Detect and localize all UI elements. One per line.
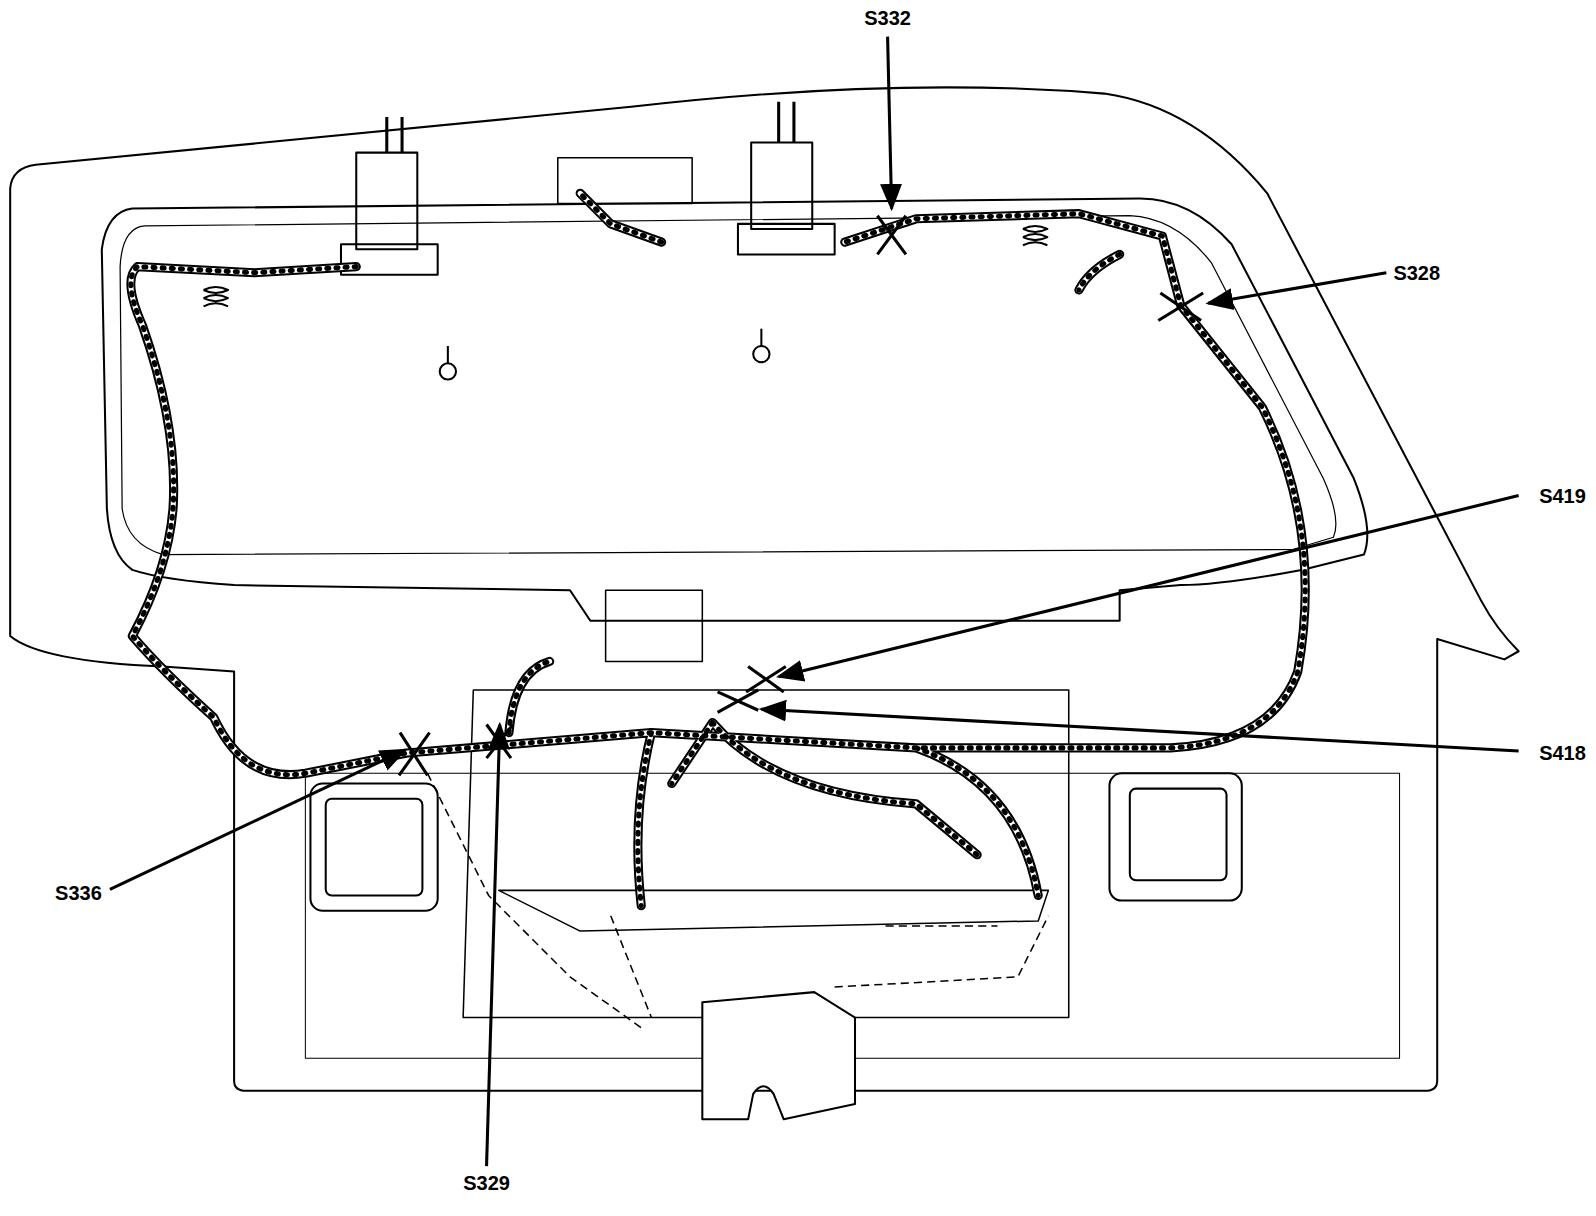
splice-label: S336	[53, 882, 104, 904]
splice-label: S328	[1391, 262, 1442, 284]
splice-label: S332	[862, 7, 913, 29]
splice-label: S418	[1537, 742, 1588, 764]
splice-label: S419	[1537, 485, 1588, 507]
splice-label: S329	[461, 1172, 512, 1194]
